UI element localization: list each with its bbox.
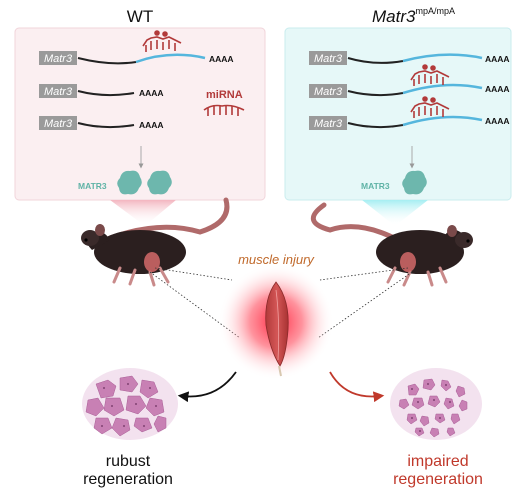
impaired-outcome-arrow	[329, 371, 385, 403]
mirna-label: miRNA	[206, 89, 243, 101]
polyA-tail: AAAA	[485, 84, 510, 94]
gene-box	[39, 116, 77, 130]
mrna-coding-line	[77, 57, 137, 65]
right-panel-title: Matr3mpA/mpA	[372, 6, 455, 26]
left-mrna-3: Matr3 AAAA	[39, 116, 164, 130]
protein-blob-icon	[117, 170, 172, 195]
gene-box	[309, 51, 347, 65]
mrna-coding-line	[347, 57, 404, 64]
mirna-free-icon	[203, 104, 245, 116]
right-title-main: Matr3	[372, 7, 416, 26]
gene-box	[309, 84, 347, 98]
mrna-coding-line	[347, 90, 404, 97]
zoom-line	[149, 271, 241, 339]
gene-label: Matr3	[314, 53, 343, 65]
gene-box	[309, 116, 347, 130]
healthy-tissue-icon	[82, 368, 178, 440]
muscle-injury-label: muscle injury	[238, 252, 315, 267]
gene-label: Matr3	[44, 53, 73, 65]
mrna-coding-line	[77, 122, 135, 129]
mirna-bound-icon	[142, 30, 182, 52]
impaired-outcome-line1: impaired	[407, 453, 468, 470]
gene-label: Matr3	[44, 86, 73, 98]
left-mrna-2: Matr3 AAAA	[39, 84, 164, 98]
left-mrna-1: Matr3 AAAA	[39, 30, 234, 65]
right-mrna-2: Matr3 AAAA	[309, 64, 510, 98]
mrna-coding-line	[77, 90, 135, 97]
impaired-tissue-icon	[390, 368, 482, 440]
polyA-tail: AAAA	[485, 116, 510, 126]
left-panel-title: WT	[127, 7, 153, 26]
polyA-tail: AAAA	[139, 120, 164, 130]
right-mrna-3: Matr3 AAAA	[309, 96, 510, 130]
robust-outcome-arrow	[177, 371, 237, 403]
zoom-line	[154, 267, 233, 281]
robust-outcome-line1: rubust	[106, 453, 151, 470]
protein-blob-icon	[402, 170, 427, 195]
muscle-icon	[265, 281, 289, 377]
gene-label: Matr3	[314, 118, 343, 130]
wt-mouse-icon	[81, 197, 230, 287]
robust-outcome-line2: regeneration	[83, 471, 173, 488]
utr-line	[402, 83, 483, 95]
polyA-tail: AAAA	[209, 54, 234, 64]
gene-box	[39, 84, 77, 98]
right-mrna-1: Matr3 AAAA	[309, 51, 510, 65]
gene-label: Matr3	[44, 118, 73, 130]
mutant-mouse-icon	[311, 202, 473, 287]
gene-label: Matr3	[314, 86, 343, 98]
mirna-bound-icon	[410, 96, 450, 118]
right-title-superscript: mpA/mpA	[415, 6, 455, 16]
left-panel: Matr3 AAAA Matr3 AAAA Matr3 AAAA	[14, 27, 266, 201]
right-panel-funnel	[362, 200, 428, 226]
left-panel-funnel	[110, 200, 176, 226]
utr-line	[402, 53, 483, 63]
mrna-coding-line	[347, 122, 404, 129]
utr-line	[135, 53, 206, 64]
polyA-tail: AAAA	[139, 88, 164, 98]
protein-label: MATR3	[361, 181, 390, 191]
right-panel: Matr3 AAAA Matr3 AAAA Matr3 AAAA	[284, 27, 512, 201]
zoom-line	[319, 267, 409, 281]
mirna-bound-icon	[410, 64, 450, 86]
gene-box	[39, 51, 77, 65]
protein-label: MATR3	[78, 181, 107, 191]
impaired-outcome-line2: regeneration	[393, 471, 483, 488]
utr-line	[402, 115, 483, 127]
polyA-tail: AAAA	[485, 54, 510, 64]
